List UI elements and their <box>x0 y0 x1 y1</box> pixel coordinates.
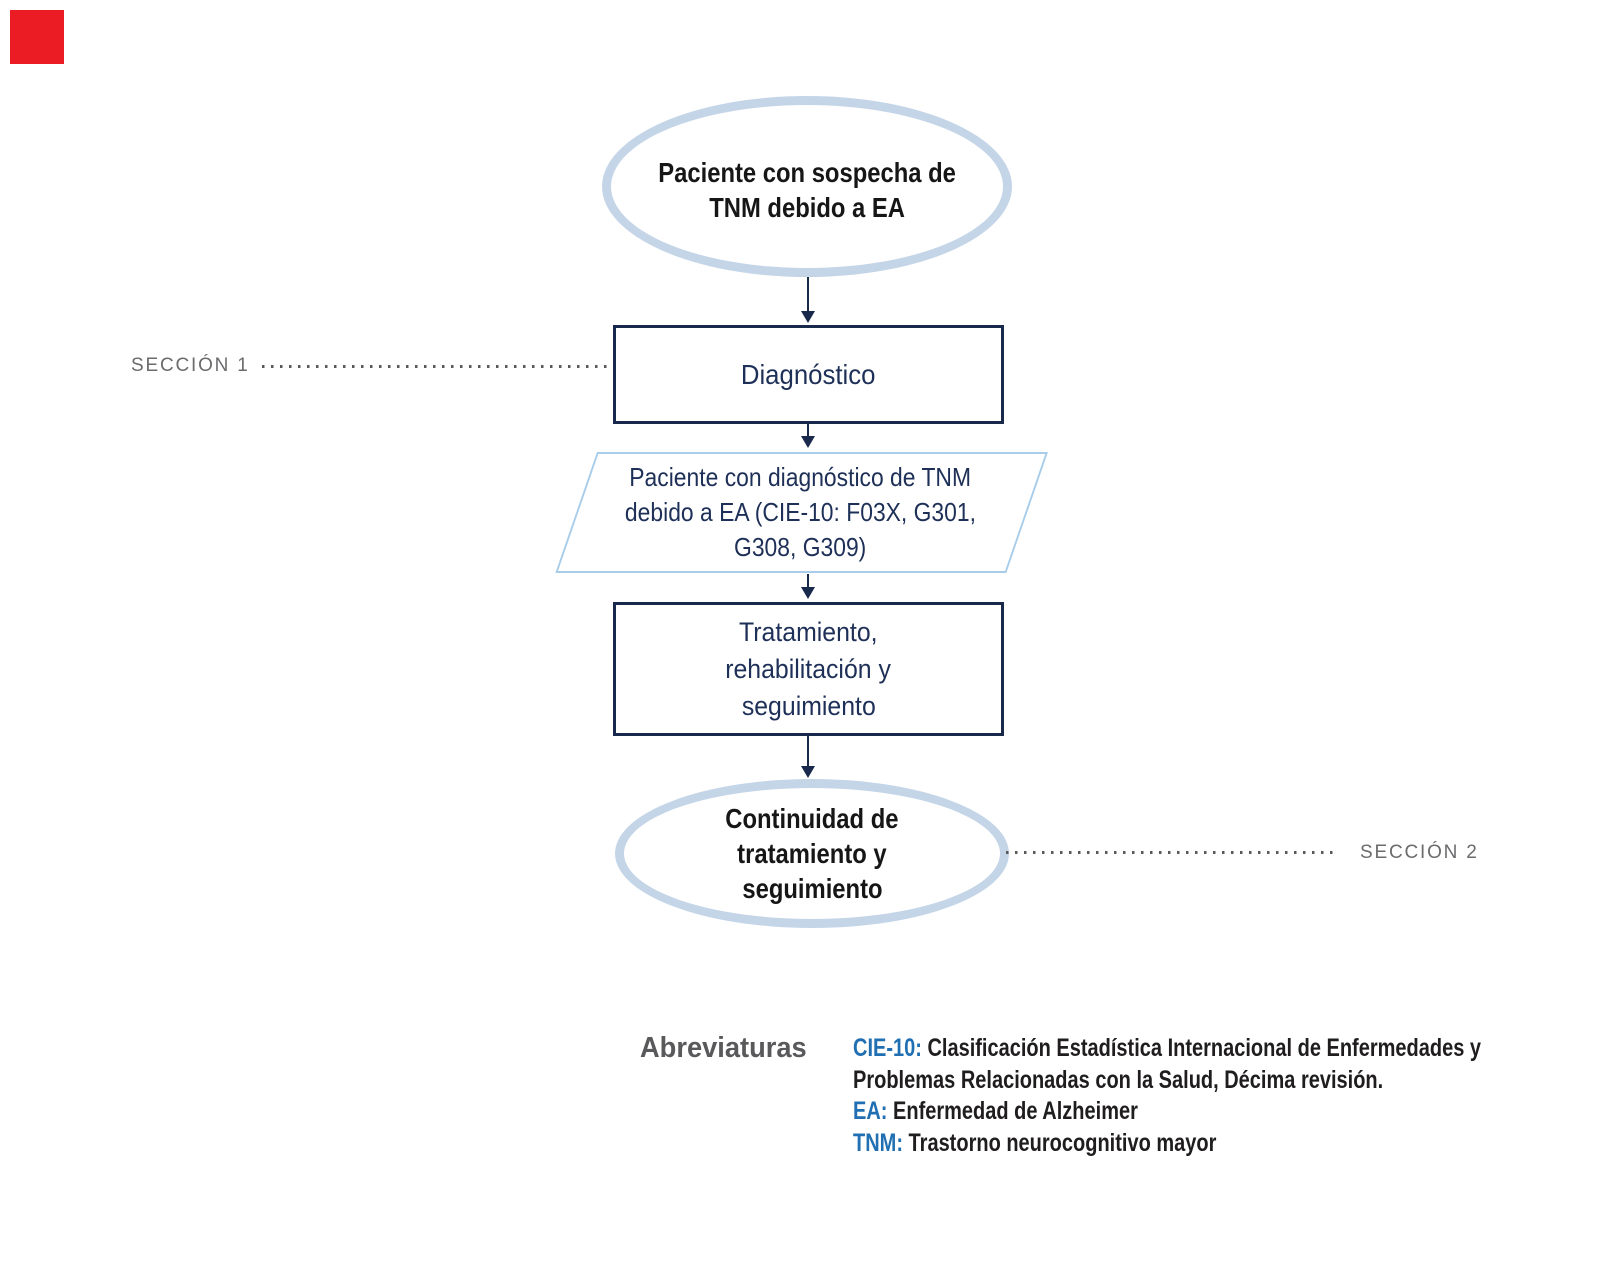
parallelogram-line2: debido a EA (CIE-10: F03X, G301, <box>624 497 976 527</box>
end-ellipse-line3: seguimiento <box>741 873 883 904</box>
start-ellipse-line1: Paciente con sospecha de <box>658 156 956 188</box>
section1-dotted-line <box>262 365 608 368</box>
section1-label: SECCIÓN 1 <box>131 355 250 376</box>
arrow-head-icon <box>801 436 815 448</box>
section2-dotted-line <box>1006 851 1337 854</box>
arrow-shaft <box>807 736 809 766</box>
abbreviation-term: CIE-10: <box>853 1034 922 1062</box>
end-ellipse-line2: tratamiento y <box>737 838 887 869</box>
abbreviation-term: TNM: <box>853 1128 903 1157</box>
flow-arrow-1 <box>801 277 815 323</box>
end-ellipse-line1: Continuidad de <box>725 803 899 834</box>
abbreviation-definition: Clasificación Estadística Internacional … <box>921 1034 1482 1062</box>
abbreviations-title: Abreviaturas <box>640 1032 807 1064</box>
abbreviation-line: CIE-10: Clasificación Estadística Intern… <box>853 1033 1553 1065</box>
arrow-shaft <box>807 277 809 311</box>
abbreviation-definition: Problemas Relacionadas con la Salud, Déc… <box>853 1065 1384 1094</box>
diagnosis-box-label: Diagnóstico <box>741 359 876 390</box>
treatment-box-line3: seguimiento <box>741 690 876 721</box>
abbreviation-line: TNM: Trastorno neurocognitivo mayor <box>853 1128 1553 1160</box>
parallelogram-line3: G308, G309) <box>733 532 867 562</box>
flow-arrow-4 <box>801 736 815 778</box>
treatment-box-line2: rehabilitación y <box>725 653 892 684</box>
end-ellipse-node: Continuidad de tratamiento y seguimiento <box>615 779 1009 928</box>
flow-arrow-3 <box>801 574 815 599</box>
flow-arrow-2 <box>801 424 815 448</box>
abbreviations-list: CIE-10: Clasificación Estadística Intern… <box>853 1033 1553 1159</box>
red-marker-square <box>10 10 64 64</box>
section2-label: SECCIÓN 2 <box>1360 842 1479 863</box>
arrow-head-icon <box>801 766 815 778</box>
arrow-shaft <box>807 424 809 436</box>
abbreviation-line: Problemas Relacionadas con la Salud, Déc… <box>853 1065 1553 1097</box>
start-ellipse-node: Paciente con sospecha de TNM debido a EA <box>602 96 1012 277</box>
abbreviation-definition: Trastorno neurocognitivo mayor <box>902 1128 1217 1157</box>
diagnosis-result-parallelogram-node: Paciente con diagnóstico de TNM debido a… <box>545 452 1055 573</box>
diagnosis-box-node: Diagnóstico <box>613 325 1004 424</box>
start-ellipse-line2: TNM debido a EA <box>709 191 905 223</box>
treatment-box-node: Tratamiento, rehabilitación y seguimient… <box>613 602 1004 736</box>
arrow-head-icon <box>801 587 815 599</box>
arrow-shaft <box>807 574 809 587</box>
abbreviation-line: EA: Enfermedad de Alzheimer <box>853 1096 1553 1128</box>
abbreviation-definition: Enfermedad de Alzheimer <box>887 1097 1138 1125</box>
abbreviation-term: EA: <box>853 1097 888 1125</box>
treatment-box-line1: Tratamiento, <box>739 616 878 647</box>
parallelogram-line1: Paciente con diagnóstico de TNM <box>629 462 971 492</box>
arrow-head-icon <box>801 311 815 323</box>
